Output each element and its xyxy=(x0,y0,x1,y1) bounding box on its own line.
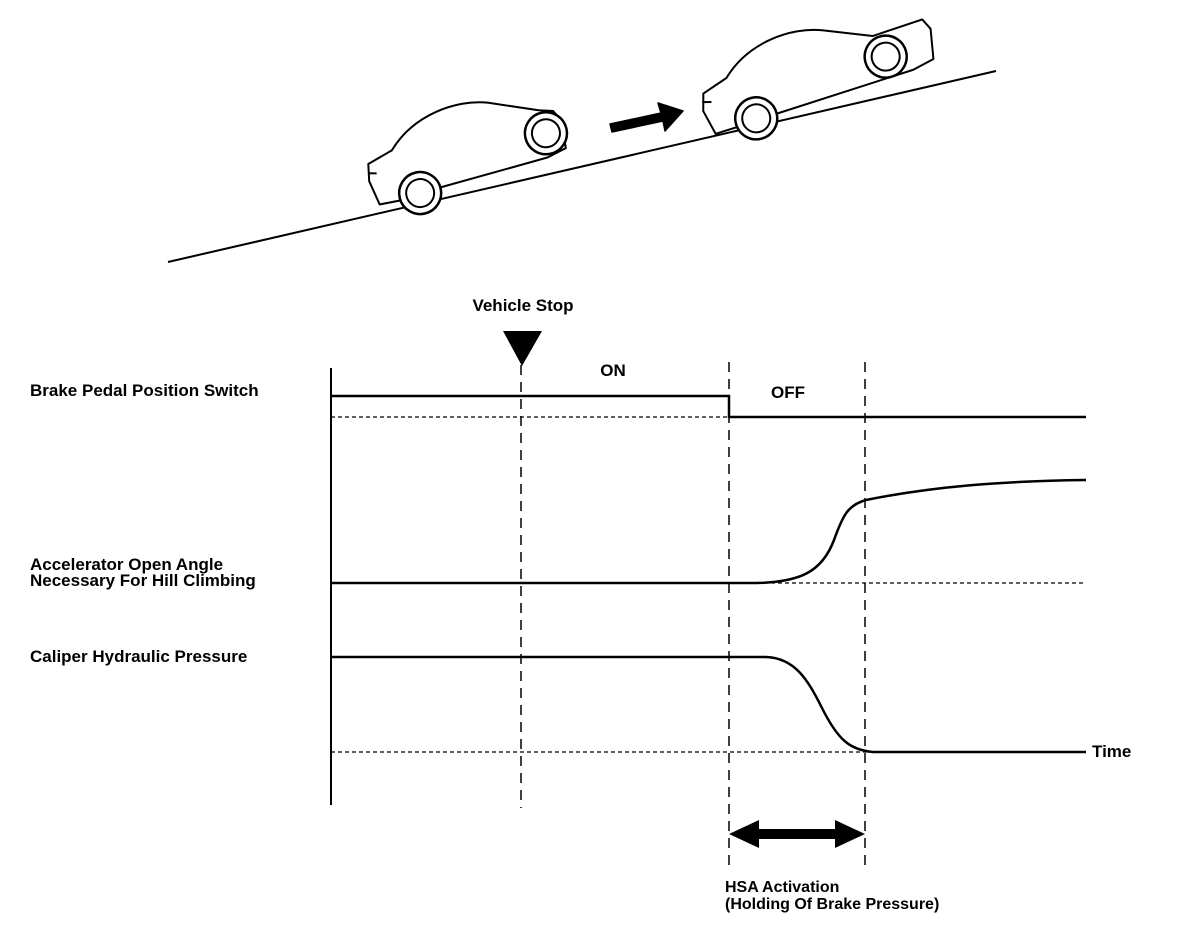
vehicle-stop-marker-icon xyxy=(503,331,542,366)
brake-switch-label: Brake Pedal Position Switch xyxy=(30,381,259,400)
hsa-label-line1: HSA Activation xyxy=(725,879,839,896)
caliper-label: Caliper Hydraulic Pressure xyxy=(30,647,247,666)
caliper-pressure-signal xyxy=(331,655,1086,754)
hill-illustration xyxy=(167,18,997,263)
brake-switch-signal xyxy=(331,394,1086,419)
vehicle-stop-label: Vehicle Stop xyxy=(472,296,573,315)
hsa-label-line2: (Holding Of Brake Pressure) xyxy=(725,896,939,913)
car-icon xyxy=(367,101,569,216)
timing-chart: Vehicle Stop Brake Pedal Position Switch… xyxy=(30,296,1131,913)
on-label: ON xyxy=(600,361,626,380)
double-headed-arrow-icon xyxy=(729,820,865,848)
car-icon xyxy=(702,18,935,141)
accel-label-line1: Accelerator Open Angle xyxy=(30,555,223,574)
accelerator-signal xyxy=(331,478,1087,585)
time-label: Time xyxy=(1092,742,1131,761)
off-label: OFF xyxy=(771,383,805,402)
slope-line xyxy=(167,70,997,263)
accel-label-line2: Necessary For Hill Climbing xyxy=(30,571,256,590)
direction-arrow-icon xyxy=(609,102,684,133)
